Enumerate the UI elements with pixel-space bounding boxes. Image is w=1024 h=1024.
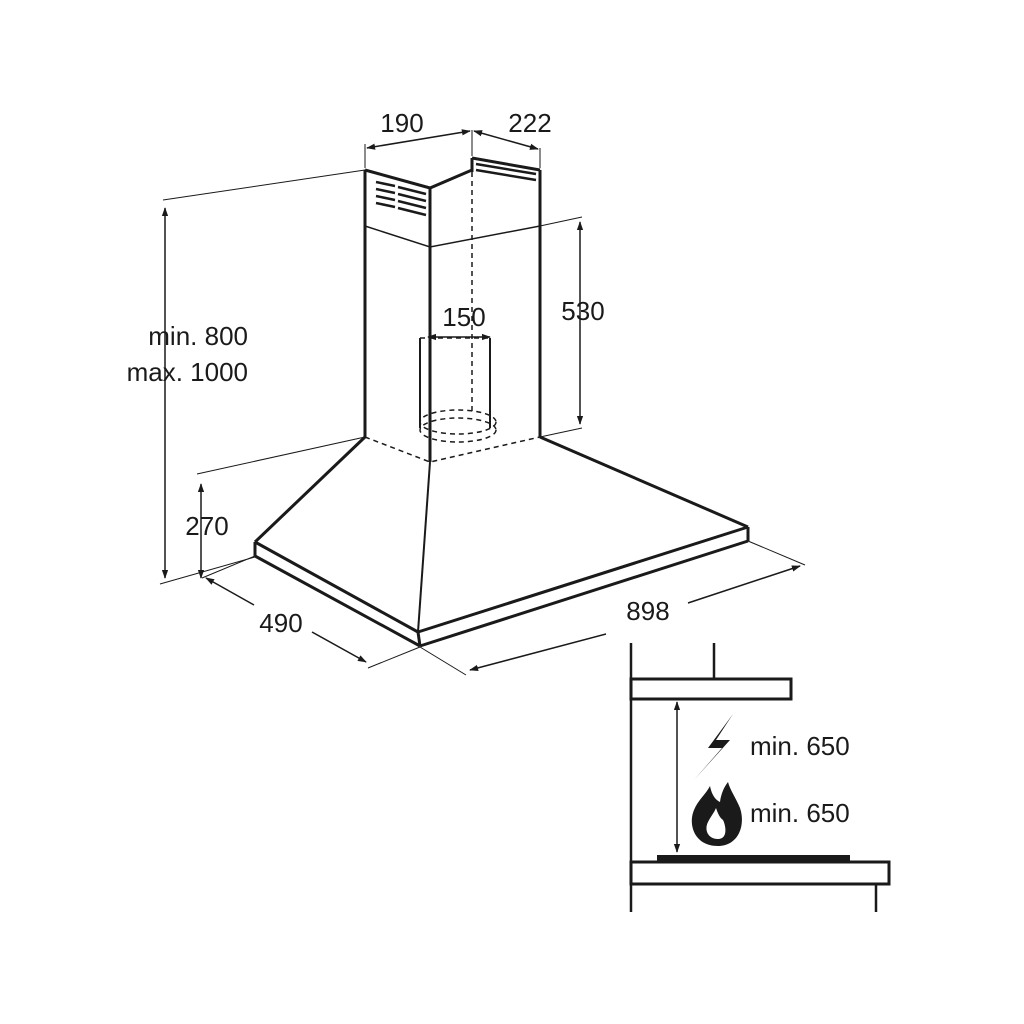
worktop [629, 860, 891, 886]
cooker-hood [253, 156, 750, 648]
label-total-height-min: min. 800 [148, 321, 248, 351]
label-chimney-width: 190 [380, 108, 423, 138]
label-chimney-depth: 222 [508, 108, 551, 138]
clearance-diagram: min. 650 min. 650 [629, 643, 891, 912]
label-canopy-height: 270 [185, 511, 228, 541]
chimney [363, 156, 542, 462]
label-chimney-height: 530 [561, 296, 604, 326]
label-total-height-max: max. 1000 [127, 357, 248, 387]
label-hood-depth: 490 [259, 608, 302, 638]
label-clearance-gas: min. 650 [750, 798, 850, 828]
vent-grille-right [475, 162, 537, 182]
dimension-lines [159, 129, 806, 676]
hob [657, 855, 850, 862]
vent-grille-left [375, 180, 427, 217]
hood-bottom-shelf [629, 677, 793, 701]
canopy [253, 435, 750, 648]
lightning-icon [694, 714, 733, 780]
label-clearance-electric: min. 650 [750, 731, 850, 761]
exhaust-outlet [364, 337, 541, 463]
label-hood-width: 898 [626, 596, 669, 626]
label-outlet-diameter: 150 [442, 302, 485, 332]
